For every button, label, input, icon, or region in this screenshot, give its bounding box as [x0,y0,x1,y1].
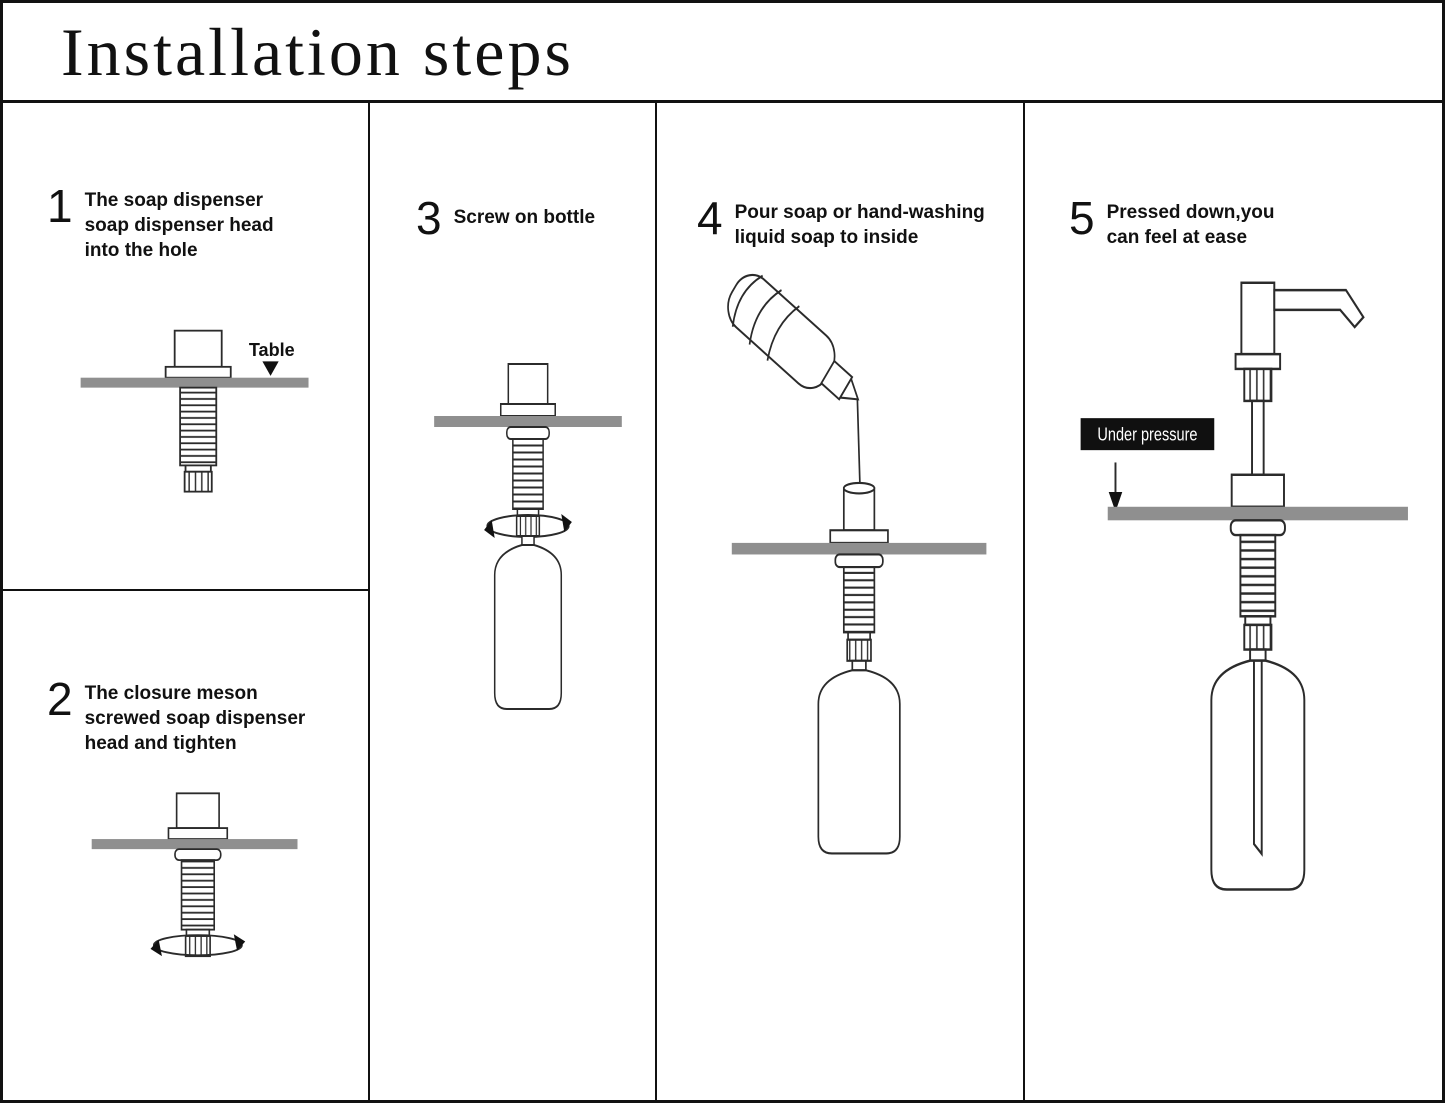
down-arrow-icon [261,361,279,377]
under-pressure-label-bg [1080,418,1215,451]
step-2-header: 2 The closure meson screwed soap dispens… [47,676,352,756]
hand-pouring-soap-bottle [727,274,860,401]
down-arrow-icon [1108,492,1123,512]
dispenser-head-flange [164,366,232,379]
dip-tube [1253,660,1263,857]
step-3-number: 3 [416,192,442,244]
mounting-nut [1243,623,1273,651]
countertop-bar [80,377,309,388]
step-3-header: 3 Screw on bottle [416,195,643,241]
soap-bottle [1210,659,1306,891]
shank-collar [184,464,212,473]
shank-collar [847,631,871,641]
step-2-description: The closure meson screwed soap dispenser… [84,683,306,755]
threaded-shank [842,566,876,634]
pump-neck-ribs [1243,367,1273,403]
column-4: 5 Pressed down,you can feel at ease Unde… [1025,103,1442,1100]
pump-head [1240,281,1276,356]
screw-bottle-onto-dispenser-illustration [434,363,622,710]
step-4-description: Pour soap or hand-washing liquid soap to… [734,202,985,249]
column-3: 4 Pour soap or hand-washing liquid soap … [657,103,1025,1100]
dispenser-inserted-into-countertop-illustration: Table [80,329,309,493]
steps-grid: 1 The soap dispenser soap dispenser head… [3,103,1442,1100]
dispenser-head-cap [507,363,549,405]
press-pump-head-illustration: Under pressure [1080,281,1408,891]
under-table-washer [834,553,884,569]
column-2: 3 Screw on bottle [370,103,657,1100]
pump-shaft [1251,399,1265,477]
pour-soap-into-dispenser-illustration [727,274,987,855]
soap-bottle [493,544,563,710]
bottle-neck [521,535,535,546]
step-1-section: 1 The soap dispenser soap dispenser head… [3,103,368,591]
under-pressure-label: Under pressure [1097,424,1197,445]
step-3-diagram [416,356,643,756]
table-label: Table [248,340,294,360]
step-3-section: 3 Screw on bottle [416,195,643,756]
step-2-diagram [47,786,352,1001]
step-1-description: The soap dispenser soap dispenser head i… [84,190,274,262]
pump-head-base [1234,353,1282,371]
column-1: 1 The soap dispenser soap dispenser head… [3,103,370,1100]
rotation-arrowhead-right [233,934,246,951]
dispenser-head-flange [499,403,556,417]
step-4-section: 4 Pour soap or hand-washing liquid soap … [697,195,1011,865]
rotation-arrowhead-right [561,514,572,532]
step-4-diagram [697,265,1011,865]
step-1-diagram: Table [47,318,352,526]
mounting-nut [846,638,872,662]
step-4-number: 4 [697,192,723,244]
step-5-diagram: Under pressure [1069,268,1437,908]
countertop-bar [434,416,622,427]
under-table-washer [174,848,222,862]
finger-line [766,305,800,362]
soap-stream [856,399,861,486]
step-5-section: 5 Pressed down,you can feel at ease Unde… [1069,195,1437,908]
pump-spout [1273,289,1365,329]
under-table-washer [506,426,550,440]
open-dispenser-tube [842,487,876,532]
countertop-bar [731,543,987,555]
refill-bottle-spout [838,376,860,401]
step-4-header: 4 Pour soap or hand-washing liquid soap … [697,195,1011,250]
soap-bottle [817,669,901,855]
threaded-shank [178,386,217,467]
step-5-number: 5 [1069,192,1095,244]
step-5-header: 5 Pressed down,you can feel at ease [1069,195,1437,250]
rotation-arrowhead-left [484,520,495,538]
step-2-number: 2 [47,673,73,725]
tube-opening [842,481,876,495]
dispenser-head-flange [829,529,889,545]
countertop-bar [91,839,298,850]
step-3-description: Screw on bottle [453,207,596,229]
threaded-shank [1239,534,1277,618]
shank-collar [1244,615,1272,627]
finger-line [731,274,764,328]
step-1-number: 1 [47,180,73,232]
rotation-arrowhead-left [150,939,162,957]
finger-line [748,289,782,345]
mounting-nut [183,471,213,493]
bottle-neck [1249,648,1267,663]
step-1-header: 1 The soap dispenser soap dispenser head… [47,183,352,263]
tighten-mounting-nut-illustration [91,792,298,958]
step-2-section: 2 The closure meson screwed soap dispens… [3,591,368,1001]
bottle-neck [851,659,867,672]
collar-bell [1230,473,1285,509]
mounting-nut [515,515,541,537]
countertop-bar [1107,506,1408,521]
title-band: Installation steps [3,3,1442,103]
step-5-description: Pressed down,you can feel at ease [1106,202,1275,249]
mounting-nut [184,935,211,958]
dispenser-head-cap [173,329,223,368]
under-table-washer [1229,519,1286,537]
page-title: Installation steps [61,13,574,90]
threaded-shank [512,438,544,510]
dispenser-head-flange [167,827,229,841]
dispenser-head-cap [175,792,220,830]
threaded-shank [180,859,216,931]
